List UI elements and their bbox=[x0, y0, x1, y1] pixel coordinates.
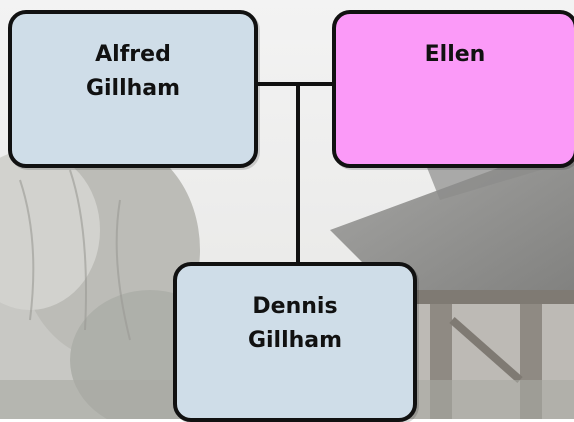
person-node-alfred-gillham[interactable]: Alfred Gillham bbox=[8, 10, 258, 168]
person-node-dennis-gillham[interactable]: Dennis Gillham bbox=[173, 262, 417, 422]
first-name: Alfred bbox=[95, 42, 171, 67]
first-name: Dennis bbox=[252, 294, 338, 319]
last-name: Gillham bbox=[247, 328, 343, 353]
person-node-ellen[interactable]: Ellen bbox=[332, 10, 574, 168]
last-name: Gillham bbox=[85, 76, 181, 101]
first-name: Ellen bbox=[424, 42, 486, 67]
